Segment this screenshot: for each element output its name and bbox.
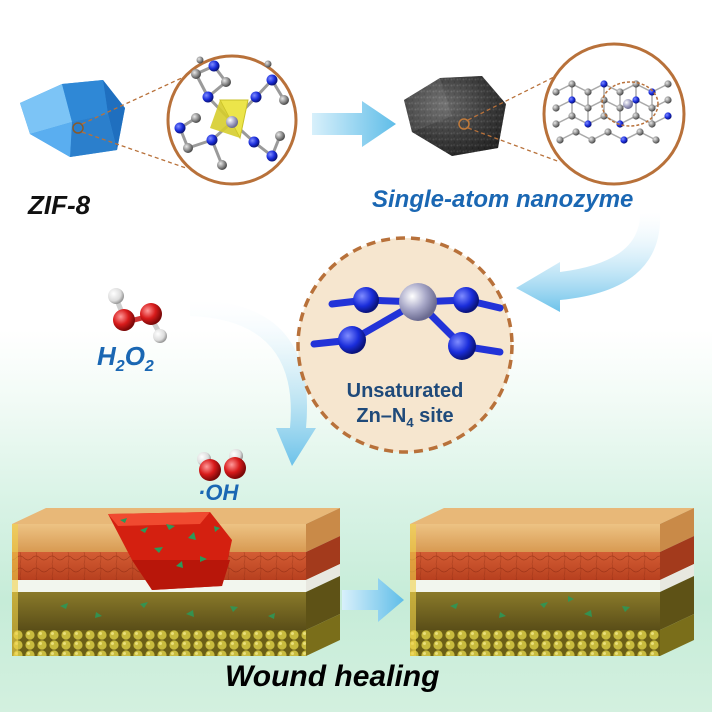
single-atom-nanozyme-label: Single-atom nanozyme [372,186,634,213]
zn-n4-site-circle [296,236,514,454]
zif8-label: ZIF-8 [28,190,91,220]
h2o2-molecule-icon [108,288,167,343]
site-zn-n: Zn–N [356,405,407,427]
healed-skin-model [410,508,694,656]
reaction-arrow [190,300,316,466]
synthesis-arrow [312,101,396,147]
wound-healing-label: Wound healing [225,660,440,693]
wounded-skin-model [12,508,340,656]
site-label-line2: Zn–N4 site [330,404,480,435]
h2o2-sub-1: 2 [115,358,125,376]
zoom-arrow [516,212,661,312]
hydroxyl-label: ·OH [198,480,239,505]
zn-n4-site-label: Unsaturated Zn–N4 site [330,379,480,435]
h2o2-sub-2: 2 [144,358,154,376]
site-word: site [413,405,454,427]
zif8-zoom-circle [166,54,298,186]
zif8-crystal-icon [20,75,187,169]
site-label-line1: Unsaturated [346,380,464,402]
site-subscript: 4 [406,415,414,430]
nanozyme-zoom-circle [542,42,686,186]
healing-arrow [342,578,404,622]
nanozyme-particle-icon [404,75,561,163]
hydroxyl-radical-icon [197,449,246,481]
h2o2-h: H [97,341,116,371]
h2o2-o: O [124,341,145,371]
h2o2-label: H2O2 [97,341,154,376]
